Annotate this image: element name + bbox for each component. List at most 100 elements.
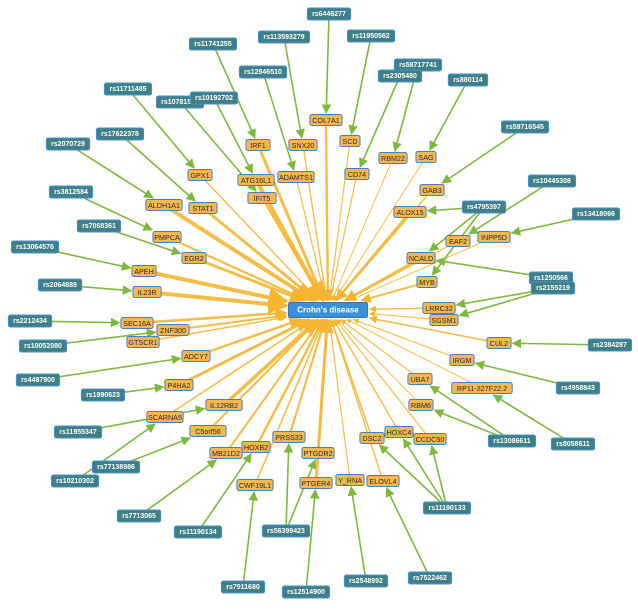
snp-node-box[interactable] — [530, 281, 576, 295]
gene-node-box[interactable] — [451, 382, 513, 394]
snp-node-box[interactable] — [91, 460, 141, 474]
snp-node-rs4795397[interactable]: rs4795397 — [461, 200, 507, 214]
snp-node-rs12946510[interactable]: rs12946510 — [238, 65, 288, 79]
gene-node-box[interactable] — [209, 447, 243, 459]
gene-node-box[interactable] — [378, 152, 408, 164]
gene-node-ptger4[interactable]: PTGER4 — [299, 477, 333, 489]
snp-node-box[interactable] — [45, 137, 91, 151]
snp-node-rs13086611[interactable]: rs13086611 — [487, 434, 537, 448]
gene-node-dsc2[interactable]: DSC2 — [359, 432, 385, 444]
gene-node-sec16a[interactable]: SEC16A — [120, 317, 154, 329]
snp-node-rs12514900[interactable]: rs12514900 — [281, 585, 331, 599]
gene-node-cul2[interactable]: CUL2 — [486, 337, 512, 349]
gene-node-box[interactable] — [188, 202, 218, 214]
snp-node-box[interactable] — [116, 509, 162, 523]
gene-node-box[interactable] — [416, 276, 438, 288]
gene-node-box[interactable] — [189, 425, 227, 437]
gene-node-hoxb2[interactable]: HOXB2 — [241, 441, 271, 453]
gene-node-ccdc50[interactable]: CCDC50 — [413, 433, 447, 445]
gene-node-box[interactable] — [205, 399, 243, 411]
gene-node-box[interactable] — [131, 265, 157, 277]
gene-node-box[interactable] — [477, 231, 511, 243]
snp-node-rs113593279[interactable]: rs113593279 — [257, 30, 311, 44]
snp-node-rs4958843[interactable]: rs4958843 — [555, 381, 601, 395]
gene-node-adamts1[interactable]: ADAMTS1 — [277, 171, 315, 183]
snp-node-rs6446277[interactable]: rs6446277 — [306, 7, 352, 21]
snp-node-box[interactable] — [48, 185, 94, 199]
gene-node-snx20[interactable]: SNX20 — [288, 139, 318, 151]
snp-node-rs7068361[interactable]: rs7068361 — [76, 219, 122, 233]
gene-node-box[interactable] — [359, 432, 385, 444]
gene-node-scd[interactable]: SCD — [339, 135, 361, 147]
snp-node-rs2064689[interactable]: rs2064689 — [37, 278, 83, 292]
snp-node-rs13064576[interactable]: rs13064576 — [10, 240, 60, 254]
gene-node-ptgdr2[interactable]: PTGDR2 — [301, 447, 335, 459]
gene-node-box[interactable] — [288, 139, 318, 151]
snp-node-rs7713065[interactable]: rs7713065 — [116, 509, 162, 523]
gene-node-box[interactable] — [408, 399, 434, 411]
snp-node-box[interactable] — [10, 240, 60, 254]
gene-node-apeh[interactable]: APEH — [131, 265, 157, 277]
gene-node-hoxc4[interactable]: HOXC4 — [384, 426, 414, 438]
gene-node-znf300[interactable]: ZNF300 — [156, 324, 190, 336]
gene-node-box[interactable] — [164, 379, 194, 391]
gene-node-box[interactable] — [120, 317, 154, 329]
gene-node-box[interactable] — [145, 199, 183, 211]
gene-node-pmpca[interactable]: PMPCA — [152, 231, 182, 243]
gene-node-box[interactable] — [301, 447, 335, 459]
gene-node-box[interactable] — [429, 314, 459, 326]
gene-node-y-rna[interactable]: Y_RNA — [335, 474, 365, 486]
gene-node-box[interactable] — [366, 475, 400, 487]
snp-node-rs2305480[interactable]: rs2305480 — [377, 69, 423, 83]
center-node-box[interactable] — [287, 302, 369, 318]
snp-node-rs1990623[interactable]: rs1990623 — [80, 388, 126, 402]
gene-node-box[interactable] — [181, 252, 207, 264]
gene-node-box[interactable] — [393, 206, 427, 218]
gene-node-il23r[interactable]: IL23R — [132, 286, 162, 298]
center-node[interactable]: Crohn's disease — [287, 302, 369, 318]
snp-node-rs77138986[interactable]: rs77138986 — [91, 460, 141, 474]
gene-node-gpx1[interactable]: GPX1 — [187, 169, 213, 181]
snp-node-box[interactable] — [447, 73, 489, 87]
snp-node-rs4487900[interactable]: rs4487900 — [15, 373, 61, 387]
gene-node-inpp5d[interactable]: INPP5D — [477, 231, 511, 243]
snp-node-rs10052080[interactable]: rs10052080 — [18, 339, 68, 353]
snp-node-rs1250566[interactable]: rs1250566 — [528, 271, 574, 285]
gene-node-box[interactable] — [422, 302, 456, 314]
gene-node-alox15[interactable]: ALOX15 — [393, 206, 427, 218]
snp-node-rs11955347[interactable]: rs11955347 — [53, 425, 103, 439]
gene-node-irgm[interactable]: IRGM — [449, 354, 475, 366]
snp-node-box[interactable] — [261, 524, 311, 538]
gene-node-box[interactable] — [419, 184, 445, 196]
snp-node-rs58717741[interactable]: rs58717741 — [393, 58, 443, 72]
gene-node-box[interactable] — [299, 477, 333, 489]
snp-node-box[interactable] — [306, 7, 352, 21]
snp-node-rs2155219[interactable]: rs2155219 — [530, 281, 576, 295]
gene-node-lrrc32[interactable]: LRRC32 — [422, 302, 456, 314]
gene-node-aldh1a1[interactable]: ALDH1A1 — [145, 199, 183, 211]
gene-node-rbm22[interactable]: RBM22 — [378, 152, 408, 164]
snp-node-rs7522462[interactable]: rs7522462 — [407, 571, 453, 585]
snp-node-box[interactable] — [555, 381, 601, 395]
gene-node-box[interactable] — [237, 174, 275, 186]
gene-node-box[interactable] — [406, 252, 436, 264]
snp-node-rs8058611[interactable]: rs8058611 — [550, 437, 596, 451]
snp-node-box[interactable] — [257, 30, 311, 44]
gene-node-box[interactable] — [339, 135, 361, 147]
snp-node-rs11950562[interactable]: rs11950562 — [346, 29, 396, 43]
snp-node-box[interactable] — [407, 571, 453, 585]
snp-node-rs880114[interactable]: rs880114 — [447, 73, 489, 87]
snp-node-box[interactable] — [7, 314, 53, 328]
gene-node-mb21d2[interactable]: MB21D2 — [209, 447, 243, 459]
gene-node-irf1[interactable]: IRF1 — [245, 139, 271, 151]
gene-node-box[interactable] — [241, 441, 271, 453]
snp-node-box[interactable] — [173, 525, 223, 539]
gene-node-box[interactable] — [152, 231, 182, 243]
snp-node-box[interactable] — [15, 373, 61, 387]
snp-node-box[interactable] — [343, 574, 389, 588]
snp-node-rs2212434[interactable]: rs2212434 — [7, 314, 53, 328]
gene-node-box[interactable] — [384, 426, 414, 438]
snp-node-box[interactable] — [500, 120, 550, 134]
snp-node-rs10210302[interactable]: rs10210302 — [50, 474, 100, 488]
gene-node-box[interactable] — [486, 337, 512, 349]
